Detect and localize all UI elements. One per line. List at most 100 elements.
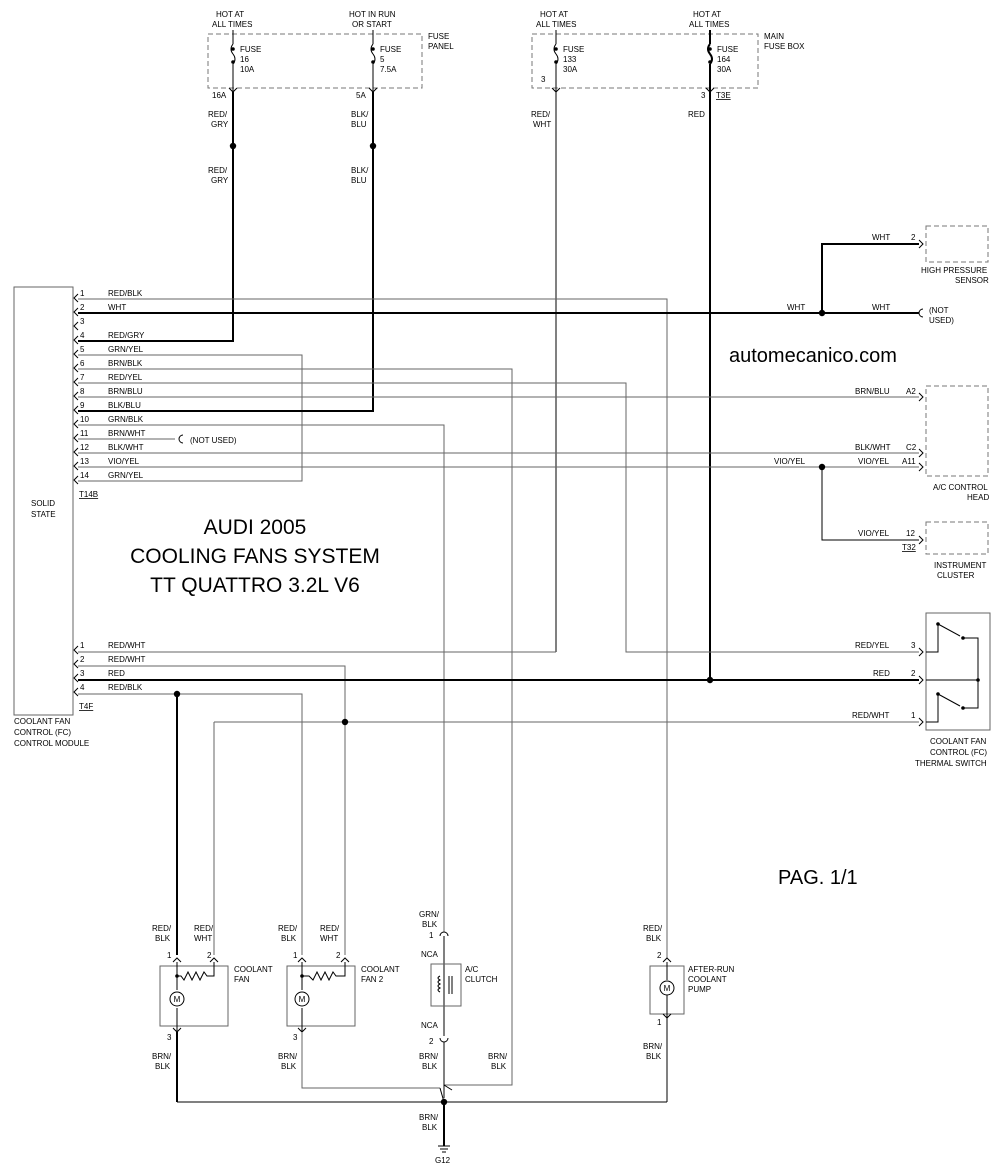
wht-not-used-2: USED) bbox=[929, 316, 954, 325]
fuse5-supply-label-2: OR START bbox=[352, 20, 392, 29]
ac-head-box bbox=[925, 385, 989, 477]
fuse16-supply-label-1: HOT AT bbox=[216, 10, 244, 19]
thermal-name-1: COOLANT FAN bbox=[930, 737, 987, 746]
module-pin-wire-color: RED/WHT bbox=[108, 655, 145, 664]
clutch-pin-1: 1 bbox=[429, 931, 434, 940]
coolant-fan-1: RED/ BLK RED/ WHT 1 2 M 3 COOLANT FAN BR… bbox=[152, 924, 273, 1102]
module-pin-connector bbox=[73, 659, 79, 669]
hp-sensor-wire-label: WHT bbox=[872, 233, 890, 242]
fan1-name-2: FAN bbox=[234, 975, 250, 984]
instrument-cluster: VIO/YEL 12 T32 INSTRUMENT CLUSTER bbox=[821, 467, 989, 580]
module-pin-number: 1 bbox=[80, 641, 85, 650]
clutch-wire-top-2: BLK bbox=[422, 920, 438, 929]
wire-red-wht-label-2: WHT bbox=[533, 120, 551, 129]
hp-sensor-name-1: HIGH PRESSURE bbox=[921, 266, 987, 275]
module-pin-wire-color: RED bbox=[108, 669, 125, 678]
fan1-wire-bottom-1: BRN/ bbox=[152, 1052, 172, 1061]
module-pin-wire-color: RED/BLK bbox=[108, 289, 143, 298]
wire-blk-blu-label-a1: BLK/ bbox=[351, 110, 369, 119]
fan2-pin-2: 2 bbox=[336, 951, 341, 960]
fuse133-number: 133 bbox=[563, 55, 577, 64]
clutch-nca-bottom: NCA bbox=[421, 1021, 439, 1030]
module-pin-wire-color: RED/BLK bbox=[108, 683, 143, 692]
fuse-panel-label-1: FUSE bbox=[428, 32, 449, 41]
fuse16-label: FUSE bbox=[240, 45, 261, 54]
module-pin-wire-color: BRN/BLU bbox=[108, 387, 143, 396]
thermal-pin-1: 1 bbox=[911, 711, 916, 720]
module-harness-wires bbox=[78, 298, 919, 1086]
thermal-name-3: THERMAL SWITCH bbox=[915, 759, 987, 768]
fuse164-connector: T3E bbox=[716, 91, 731, 100]
module-pin-number: 10 bbox=[80, 415, 89, 424]
module-pin-number: 4 bbox=[80, 683, 85, 692]
fan1-wire-right-2: WHT bbox=[194, 934, 212, 943]
fuse133-supply-label-2: ALL TIMES bbox=[536, 20, 576, 29]
coolant-fan-2: RED/ BLK RED/ WHT 1 2 M 3 COOLANT FAN 2 … bbox=[278, 924, 440, 1089]
clutch-coil-icon bbox=[437, 975, 442, 993]
fuse5-pin: 5A bbox=[356, 91, 366, 100]
fuse5-rating: 7.5A bbox=[380, 65, 397, 74]
module-pin-connector bbox=[73, 475, 79, 485]
pump-name-2: COOLANT bbox=[688, 975, 727, 984]
pump-pin-2: 2 bbox=[657, 951, 662, 960]
module-connector-t14b: T14B bbox=[79, 490, 98, 499]
hp-sensor-name-2: SENSOR bbox=[955, 276, 989, 285]
clutch-box bbox=[430, 963, 462, 1007]
wire-red-gry-label-a2: GRY bbox=[211, 120, 229, 129]
main-fuse-box-label-2: FUSE BOX bbox=[764, 42, 805, 51]
fan2-box bbox=[286, 965, 356, 1027]
fan1-name-1: COOLANT bbox=[234, 965, 273, 974]
pin11-not-used-label: (NOT USED) bbox=[190, 436, 237, 445]
module-pin-wire-color: RED/YEL bbox=[108, 373, 143, 382]
fuse133-label: FUSE bbox=[563, 45, 584, 54]
module-connector-t4f: T4F bbox=[79, 702, 93, 711]
fan1-wire-right-1: RED/ bbox=[194, 924, 214, 933]
wire-blk-blu-label-b1: BLK/ bbox=[351, 166, 369, 175]
module-name-1: COOLANT FAN bbox=[14, 717, 71, 726]
control-module-box bbox=[13, 286, 74, 716]
module-pin-connector bbox=[73, 433, 79, 443]
fan1-wire-bottom-2: BLK bbox=[155, 1062, 171, 1071]
wire-blk-blu-label-b2: BLU bbox=[351, 176, 367, 185]
clutch-wire-bottom-1: BRN/ bbox=[419, 1052, 439, 1061]
module-pin-number: 14 bbox=[80, 471, 89, 480]
top-wires: RED/ GRY RED/ GRY BLK/ BLU BLK/ BLU RED/… bbox=[208, 92, 711, 680]
wht-left-label: WHT bbox=[787, 303, 805, 312]
module-pin-connector bbox=[73, 687, 79, 697]
module-pin-connector bbox=[73, 447, 79, 457]
fuse164-label: FUSE bbox=[717, 45, 738, 54]
ground-wire-extra-1: BRN/ bbox=[488, 1052, 508, 1061]
wire-red-label: RED bbox=[688, 110, 705, 119]
cluster-pin: 12 bbox=[906, 529, 915, 538]
clutch-wire-top-1: GRN/ bbox=[419, 910, 440, 919]
module-pin-number: 13 bbox=[80, 457, 89, 466]
hp-sensor-box bbox=[925, 225, 989, 263]
ac-head-wire-brn-blu: BRN/BLU bbox=[855, 387, 890, 396]
ground-wire-extra-2: BLK bbox=[491, 1062, 507, 1071]
fan1-motor-label: M bbox=[174, 995, 181, 1004]
module-pin-wire-color: GRN/YEL bbox=[108, 471, 144, 480]
pump-wire-top-1: RED/ bbox=[643, 924, 663, 933]
fan2-wire-right-1: RED/ bbox=[320, 924, 340, 933]
module-pin-number: 3 bbox=[80, 317, 85, 326]
website-label: automecanico.com bbox=[729, 345, 897, 367]
fuse5-symbol bbox=[370, 43, 376, 65]
pump-wire-bottom-2: BLK bbox=[646, 1052, 662, 1061]
main-fuse-box-label-1: MAIN bbox=[764, 32, 784, 41]
module-pin-connector bbox=[73, 419, 79, 429]
fuse133-symbol bbox=[553, 43, 559, 65]
wire-red-gry-label-b1: RED/ bbox=[208, 166, 228, 175]
page-label: PAG. 1/1 bbox=[778, 867, 858, 889]
module-pin-connector bbox=[73, 391, 79, 401]
cluster-connector: T32 bbox=[902, 543, 916, 552]
module-state-label-1: SOLID bbox=[31, 499, 55, 508]
clutch-pin-2: 2 bbox=[429, 1037, 434, 1046]
fuse164-supply-label-2: ALL TIMES bbox=[689, 20, 729, 29]
fuse-panel: HOT AT ALL TIMES HOT IN RUN OR START FUS… bbox=[207, 10, 454, 100]
ac-head-wire-blk-wht: BLK/WHT bbox=[855, 443, 891, 452]
fan2-pin-1: 1 bbox=[293, 951, 298, 960]
fan2-wire-left-2: BLK bbox=[281, 934, 297, 943]
pump-wire-bottom-1: BRN/ bbox=[643, 1042, 663, 1051]
title-line-3: TT QUATTRO 3.2L V6 bbox=[150, 574, 360, 597]
